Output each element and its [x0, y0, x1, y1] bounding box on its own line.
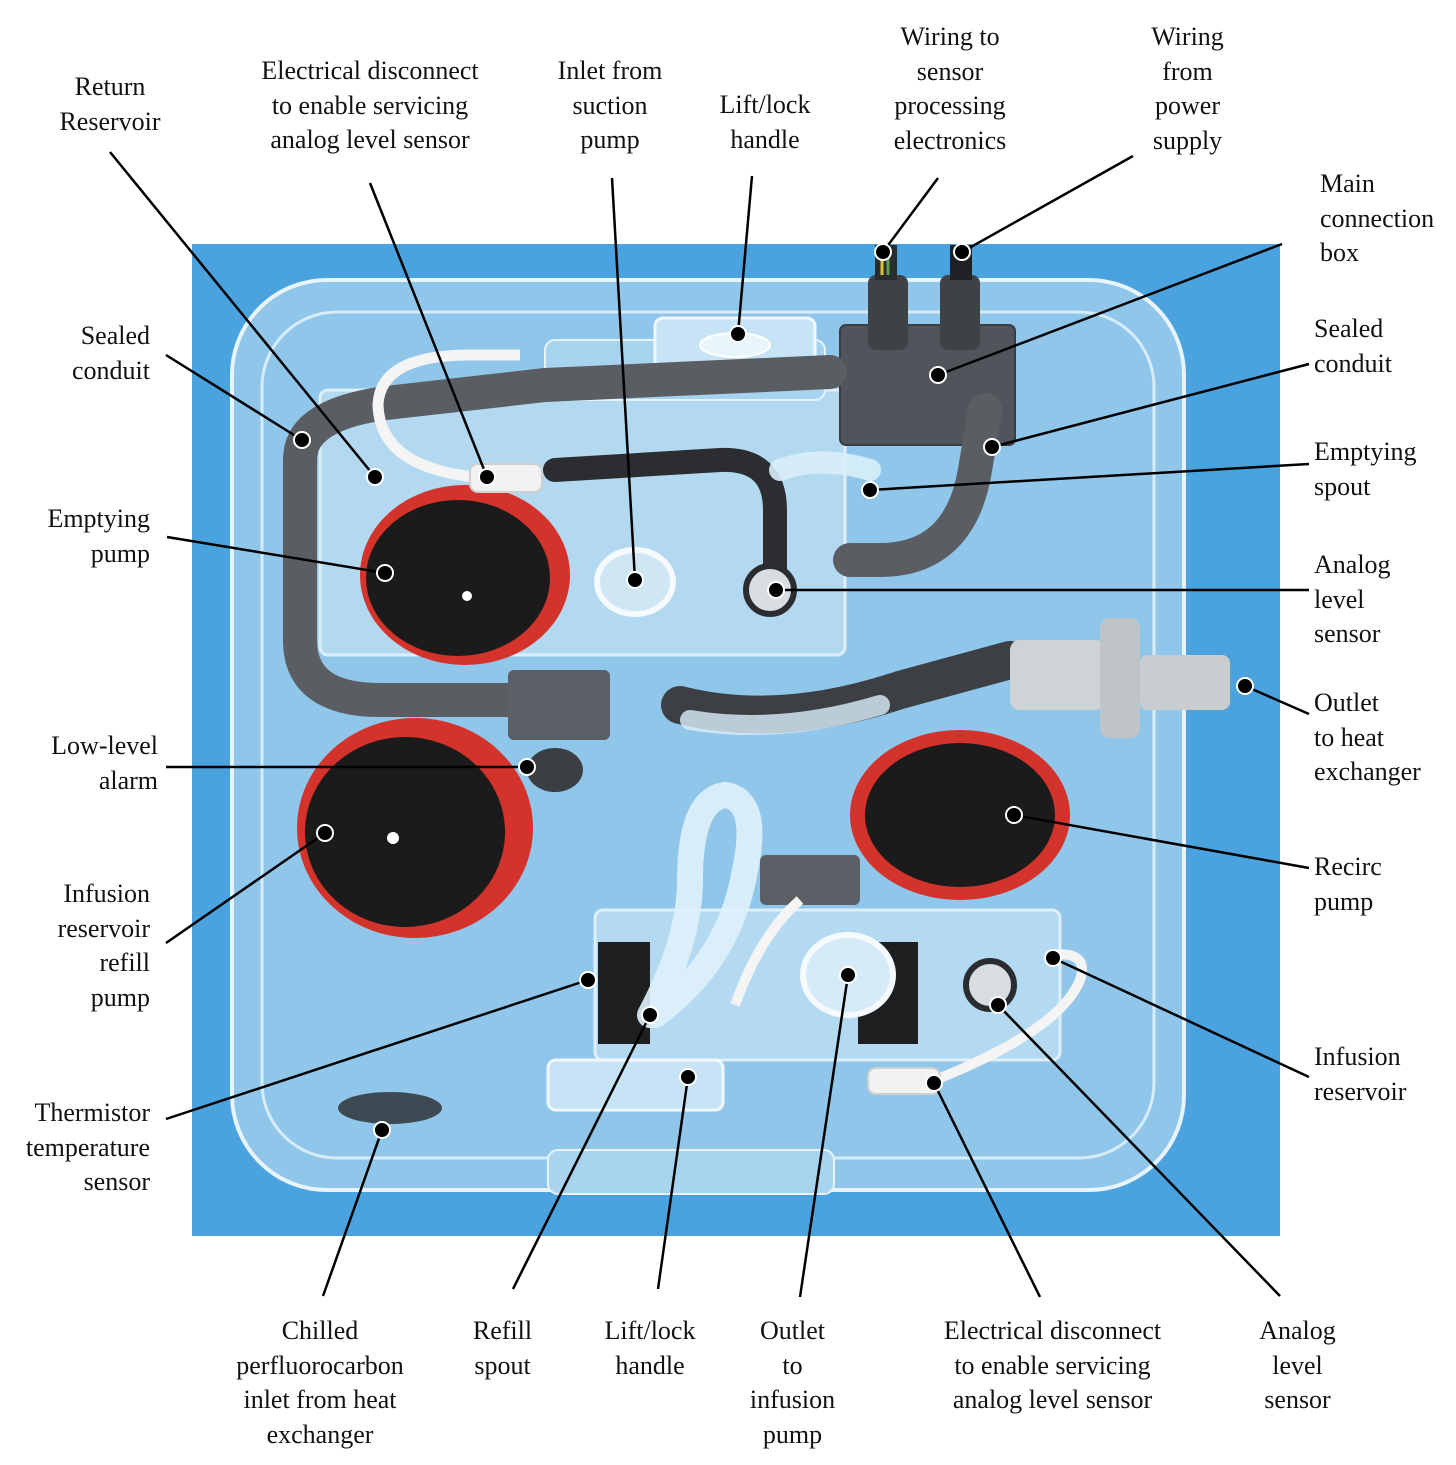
inlet-tubing: [543, 447, 787, 592]
refill-pump: [297, 718, 533, 938]
label-outlet-infusion-pump: Outlet to infusion pump: [749, 1316, 836, 1449]
label-wiring-power-supply: Wiring from power supply: [1151, 22, 1224, 155]
label-sealed-conduit-right: Sealed conduit: [1314, 314, 1392, 378]
lift-lock-handle-bottom: [546, 1058, 725, 1112]
label-sealed-conduit-left: Sealed conduit: [72, 321, 150, 385]
white-sensor-cable-bottom: [730, 896, 1087, 1085]
label-analog-level-sensor-right: Analog level sensor: [1314, 550, 1391, 648]
low-level-alarm-float: [527, 748, 583, 792]
label-wiring-sensor-electronics: Wiring to sensor processing electronics: [893, 22, 1007, 155]
label-return-reservoir: Return Reservoir: [59, 72, 161, 136]
emptying-pump: [360, 485, 570, 665]
leader-dots: [293, 243, 1254, 1139]
infusion-reservoir-unit: [546, 855, 1062, 1112]
label-lift-lock-handle-top: Lift/lock handle: [719, 90, 811, 154]
label-thermistor-sensor: Thermistor temperature sensor: [25, 1098, 150, 1196]
label-main-connection-box: Main connection box: [1320, 169, 1435, 267]
label-electrical-disconnect-top: Electrical disconnect to enable servicin…: [261, 56, 479, 154]
emptying-spout: [769, 451, 881, 481]
leader-lines: [109, 151, 1310, 1298]
outlet-fitting: [661, 618, 1230, 738]
label-emptying-pump: Emptying pump: [47, 504, 150, 568]
label-lift-lock-handle-bottom: Lift/lock handle: [604, 1316, 696, 1380]
label-electrical-disconnect-bottom: Electrical disconnect to enable servicin…: [943, 1316, 1162, 1414]
label-infusion-reservoir: Infusion reservoir: [1314, 1042, 1407, 1106]
white-sensor-cable-top: [372, 349, 520, 484]
label-refill-spout: Refill spout: [472, 1316, 533, 1380]
label-analog-level-sensor-bottom: Analog level sensor: [1259, 1316, 1336, 1414]
label-recirc-pump: Recirc pump: [1314, 852, 1382, 916]
recirc-pump: [850, 730, 1070, 900]
refill-spout-loop: [637, 781, 763, 1028]
thermistor-disc: [338, 1092, 442, 1124]
label-low-level-alarm: Low-level alarm: [51, 731, 158, 795]
label-chilled-inlet: Chilled perfluorocarbon inlet from heat …: [236, 1316, 404, 1449]
label-outlet-heat-exchanger: Outlet to heat exchanger: [1314, 688, 1421, 786]
label-infusion-refill-pump: Infusion reservoir refill pump: [57, 879, 150, 1012]
low-level-alarm-body: [508, 670, 610, 740]
label-emptying-spout: Emptying spout: [1314, 437, 1417, 501]
label-inlet-suction-pump: Inlet from suction pump: [557, 56, 663, 154]
sealed-conduit: [283, 355, 1002, 717]
